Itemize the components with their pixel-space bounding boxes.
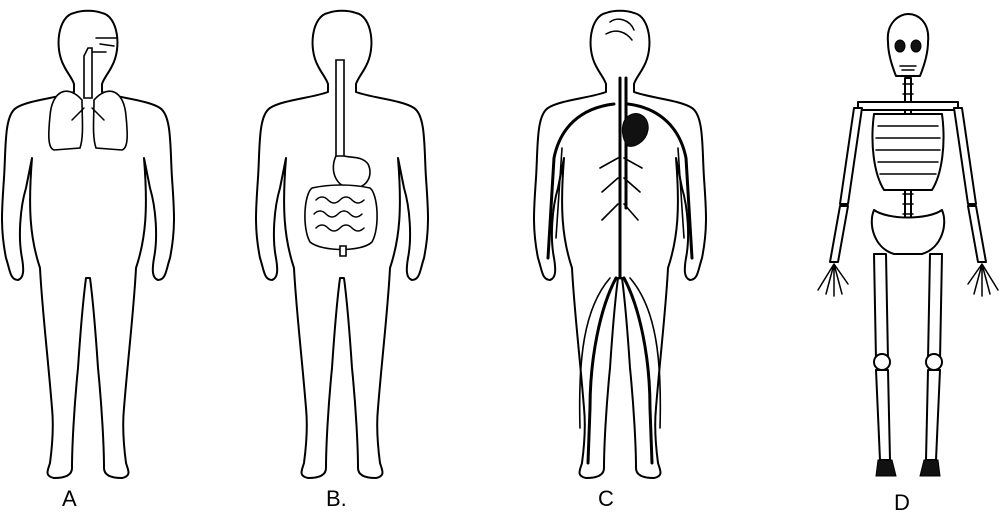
figure-b-label: B. (326, 486, 347, 511)
figure-a-label: A (62, 486, 77, 511)
figure-c-label: C (598, 486, 614, 511)
figure-a-respiratory (2, 11, 174, 478)
figure-c-circulatory (534, 11, 706, 478)
figure-d-label: D (894, 490, 910, 513)
figure-b-digestive (256, 11, 428, 478)
figure-d-skeletal (818, 14, 998, 476)
